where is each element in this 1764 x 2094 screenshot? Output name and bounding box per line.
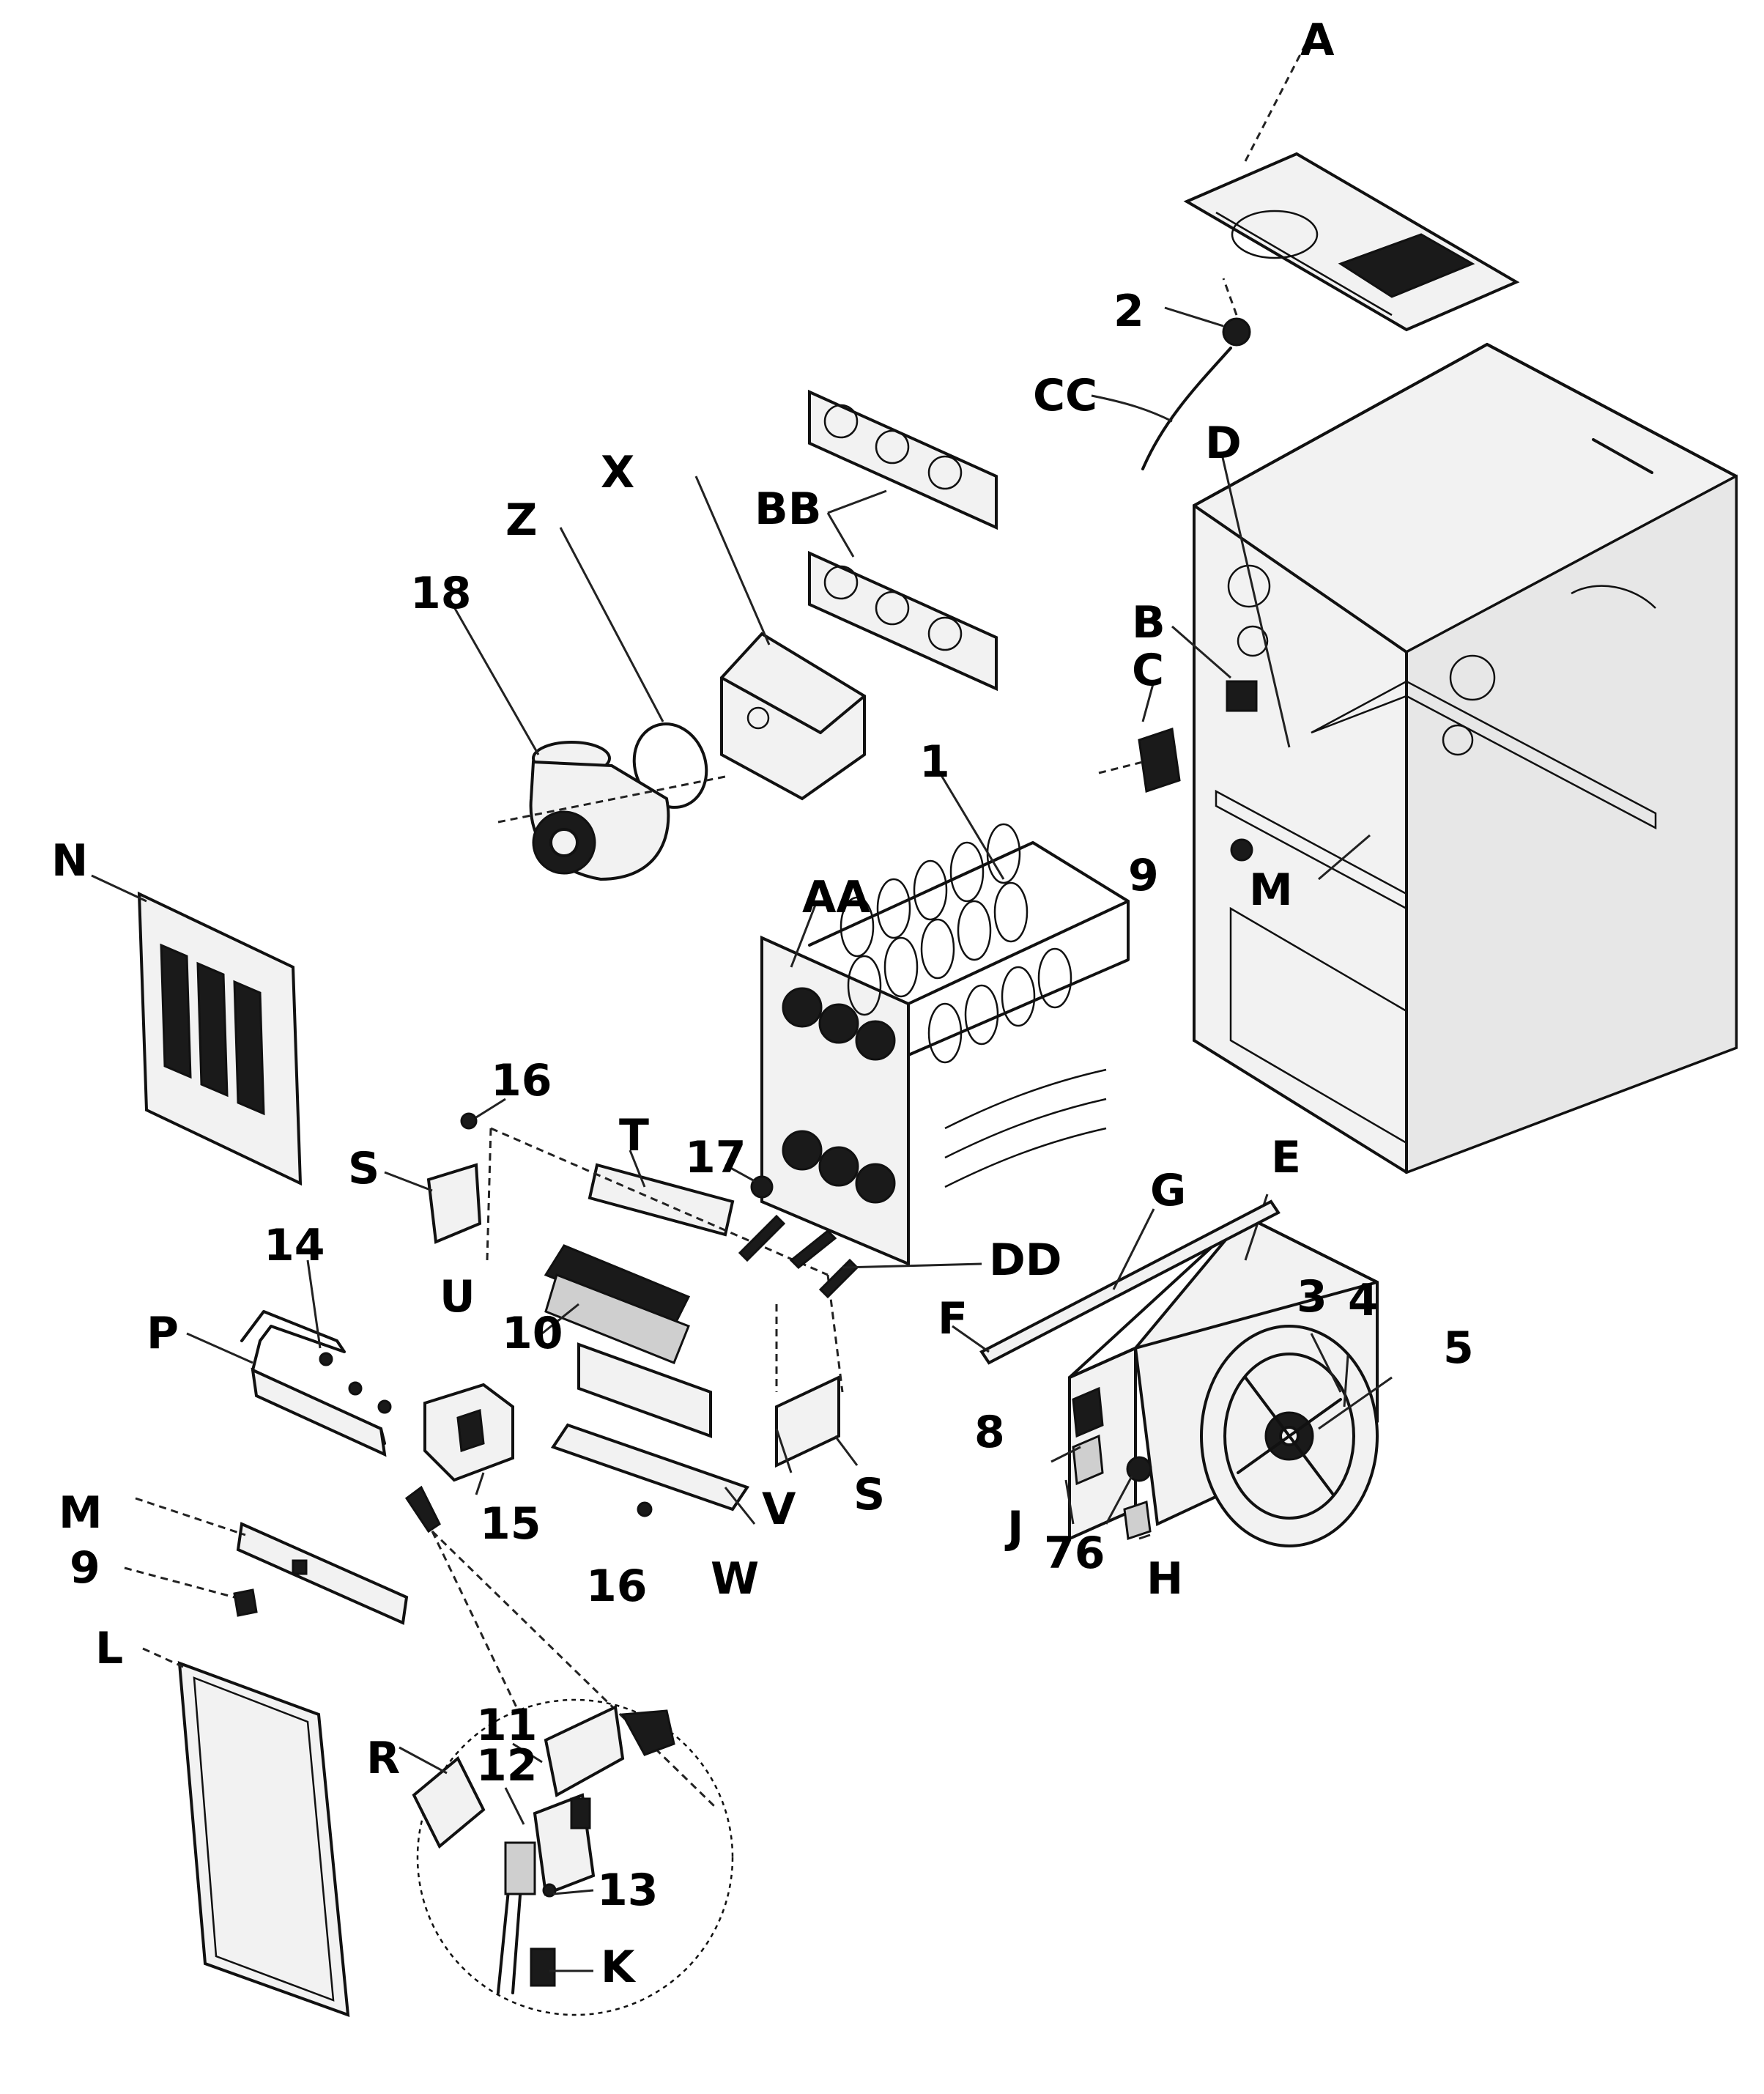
leader-m-upper <box>1318 834 1371 881</box>
label-M-lower: M <box>59 1487 103 1539</box>
label-U: U <box>440 1271 475 1322</box>
label-8: 8 <box>974 1407 1005 1458</box>
label-H: H <box>1146 1553 1183 1605</box>
leader-d <box>1220 454 1291 748</box>
lower-door <box>142 1647 350 2017</box>
leader-b <box>1171 625 1231 679</box>
label-E: E <box>1271 1132 1301 1183</box>
limit-switch <box>1164 278 1251 347</box>
collector-box <box>694 476 866 801</box>
label-B: B <box>1132 597 1166 648</box>
label-L: L <box>95 1623 123 1674</box>
label-DD: DD <box>989 1235 1062 1286</box>
ignition-detail <box>416 1530 734 2016</box>
part-c <box>1098 681 1181 793</box>
label-J: J <box>1004 1502 1023 1553</box>
wire-harness <box>1091 347 1232 470</box>
label-9-top: 9 <box>1128 850 1159 901</box>
label-A: A <box>1300 15 1335 66</box>
label-16-bottom: 16 <box>586 1561 648 1612</box>
gas-valve <box>404 1383 514 1533</box>
label-S-left: S <box>348 1143 379 1194</box>
label-X: X <box>601 447 634 498</box>
label-16-top: 16 <box>491 1055 552 1106</box>
label-15: 15 <box>480 1498 541 1550</box>
label-11: 11 <box>476 1700 538 1751</box>
label-G: G <box>1150 1165 1186 1216</box>
label-2: 2 <box>1113 286 1144 337</box>
inducer-blower <box>449 600 726 881</box>
part-9-bottom <box>124 1566 258 1617</box>
bracket-r <box>399 1746 486 1849</box>
top-panel <box>1183 40 1520 332</box>
leader-bb-b <box>826 512 855 558</box>
lower-bracket <box>135 1497 409 1625</box>
label-10: 10 <box>502 1308 563 1359</box>
label-W: W <box>711 1553 759 1605</box>
label-T: T <box>619 1110 649 1161</box>
label-S-right: S <box>853 1469 885 1520</box>
label-N: N <box>51 835 88 887</box>
label-AA: AA <box>802 872 870 923</box>
label-14: 14 <box>264 1220 325 1271</box>
label-12: 12 <box>476 1740 538 1791</box>
leader-bb-a <box>827 489 887 514</box>
heat-exchanger-tubes <box>840 823 1107 1188</box>
label-R: R <box>366 1733 400 1784</box>
burner-orifices <box>724 1163 982 1299</box>
label-P: P <box>147 1308 179 1359</box>
label-9-bottom: 9 <box>70 1542 100 1594</box>
main-cabinet <box>1193 342 1738 1174</box>
gasket-upper <box>808 389 998 530</box>
gas-manifold <box>186 1259 392 1457</box>
gasket-lower <box>808 550 998 692</box>
label-4: 4 <box>1348 1275 1379 1326</box>
label-5: 5 <box>1443 1322 1474 1374</box>
label-3: 3 <box>1297 1271 1327 1322</box>
label-1: 1 <box>919 736 950 788</box>
heat-exchanger <box>760 769 1130 1267</box>
blower-assembly <box>1050 1194 1393 1547</box>
label-BB: BB <box>755 484 821 535</box>
burner-assembly <box>384 1098 859 1525</box>
label-K: K <box>601 1942 637 1993</box>
label-V: V <box>762 1484 796 1535</box>
label-C: C <box>1132 645 1164 696</box>
label-17: 17 <box>685 1132 746 1183</box>
inducer-gasket <box>559 527 708 809</box>
label-76: 76 <box>1044 1528 1105 1579</box>
label-M-upper: M <box>1249 865 1293 916</box>
louvered-door <box>91 874 303 1186</box>
blower-rail <box>952 1199 1281 1365</box>
label-F: F <box>938 1293 968 1344</box>
label-13: 13 <box>597 1865 659 1916</box>
callout-labels: A 2 CC D BB X Z 18 B C 1 AA 9 M N 16 T S… <box>51 15 1474 1993</box>
label-Z: Z <box>505 495 538 546</box>
label-D: D <box>1205 418 1242 469</box>
label-CC: CC <box>1033 370 1097 421</box>
part-9-top <box>1230 838 1253 862</box>
label-18: 18 <box>410 568 472 619</box>
